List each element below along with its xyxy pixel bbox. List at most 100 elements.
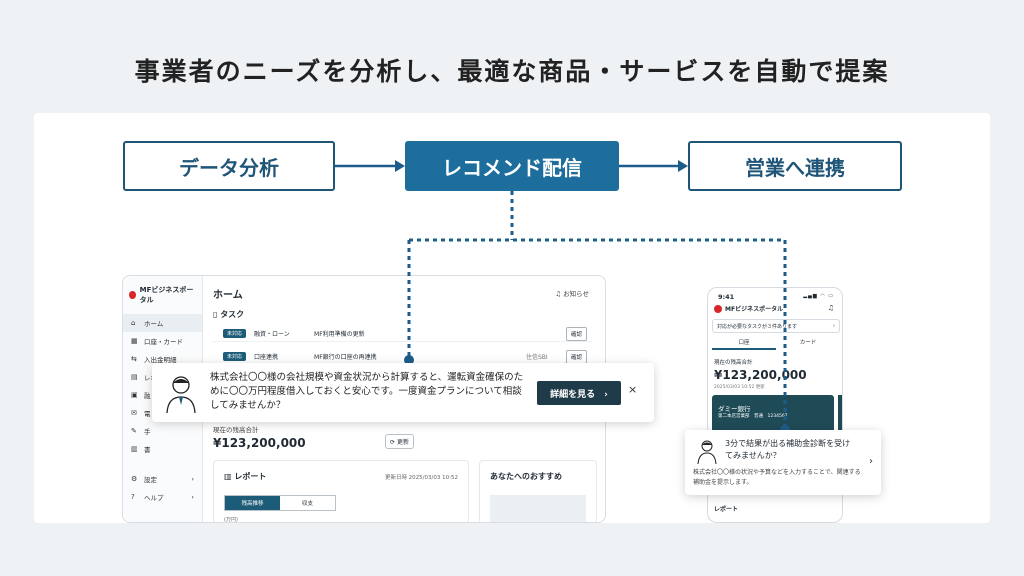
close-icon[interactable]: × (628, 383, 638, 396)
sidebar-item-label: 電 (144, 410, 151, 418)
advisor-avatar-icon (166, 376, 196, 413)
task-banner[interactable]: 対応が必要なタスクが３件あります › (712, 319, 840, 333)
sidebar-item-transactions[interactable]: ⇆ 入出金明細 (123, 350, 202, 368)
report-title-label: レポート (234, 472, 267, 481)
loan-icon: ▣ (131, 391, 138, 399)
notification-title: 3分で結果が出る補助金診断を受けてみませんか？ (725, 439, 851, 460)
task-banner-text: 対応が必要なタスクが３件あります (717, 323, 798, 330)
status-badge: 未対応 (223, 352, 247, 361)
refresh-button[interactable]: ⟳ 更新 (385, 434, 414, 449)
sidebar-item-label: 書 (144, 446, 151, 454)
bell-icon[interactable]: ♫ (827, 304, 834, 312)
task-category: 口座連携 (254, 354, 279, 361)
document-icon: ▥ (131, 445, 138, 453)
tab-card[interactable]: カード (799, 340, 817, 346)
sidebar-item-label: 入出金明細 (144, 356, 177, 364)
balance-date: 2025/03/03 10:52 更新 (714, 385, 765, 390)
brand-dot-icon (129, 291, 136, 299)
brand-name: MFビジネスポータル (725, 306, 784, 313)
brand-logo: MFビジネスポータル (714, 304, 783, 313)
mail-icon: ✉ (131, 409, 137, 417)
popup-message: 株式会社〇〇様の会社規模や資金状況から計算すると、運転資金確保のために〇〇万円程… (210, 372, 524, 411)
tab-income-expense[interactable]: 収支 (301, 501, 313, 507)
task-title-label: タスク (220, 310, 245, 319)
status-icons: ▂▄▆ ◠ ▭ (803, 293, 834, 299)
recommend-title: あなたへのおすすめ (490, 472, 562, 481)
status-badge: 未対応 (223, 329, 247, 338)
task-section-title: ▯ タスク (213, 310, 245, 319)
connector-dot-desktop (404, 355, 414, 365)
balance-value: ¥123,200,000 (714, 368, 807, 382)
chevron-right-icon: › (833, 323, 835, 329)
task-extra: 住信SBI (525, 354, 548, 361)
help-icon: ? (131, 493, 135, 501)
brand-dot-icon (714, 304, 722, 313)
bank-account: 第二本店営業部 普通 1234567 (718, 414, 788, 419)
chevron-right-icon: › (191, 475, 194, 483)
notice-label: お知らせ (563, 290, 589, 298)
task-row[interactable]: 未対応 融資・ローン MF利用準備の更新 確認 (213, 326, 593, 342)
task-category: 融資・ローン (254, 331, 290, 338)
sidebar-item-label: 融 (144, 392, 151, 400)
task-desc: MF銀行の口座の再連携 (314, 354, 377, 361)
chevron-right-icon[interactable]: › (869, 456, 873, 467)
dotted-connector (407, 191, 787, 428)
chevron-right-icon: › (191, 493, 194, 501)
bank-card-next (838, 395, 842, 437)
sidebar-item-label: ホーム (144, 320, 164, 328)
sidebar-item-label: 口座・カード (144, 338, 183, 346)
sidebar-item-label: 手 (144, 428, 151, 436)
recommend-panel: あなたへのおすすめ (479, 460, 597, 522)
sidebar-item-help[interactable]: ? ヘルプ › (123, 488, 202, 506)
transfer-icon: ⇆ (131, 355, 137, 363)
arrow-head-1 (395, 160, 405, 172)
brand-name: MFビジネスポータル (139, 286, 194, 304)
sidebar-item-mail[interactable]: ✉電 (123, 404, 202, 422)
notice-link[interactable]: ♫ お知らせ (555, 290, 589, 298)
account-tabs: 口座 カード (712, 338, 840, 350)
recommendation-popup: 株式会社〇〇様の会社規模や資金状況から計算すると、運転資金確保のために〇〇万円程… (152, 363, 654, 422)
card-icon: ▦ (131, 337, 138, 345)
sidebar-item-label: ヘルプ (144, 494, 164, 502)
edit-icon: ✎ (131, 427, 137, 435)
sidebar-item-accounts[interactable]: ▦ 口座・カード (123, 332, 202, 350)
chart-unit: (万円) (224, 517, 238, 523)
main-area: ホーム ♫ お知らせ ▯ タスク 未対応 融資・ローン MF利用準備の更新 確認… (211, 276, 601, 523)
bank-name: ダミー銀行 (718, 405, 751, 413)
flow-step-data-analysis: データ分析 (123, 141, 335, 191)
balance-label: 現在の残高合計 (213, 426, 259, 434)
notification-body: 株式会社〇〇様の状況や予算などを入力することで、関連する補助金を提示します。 (693, 469, 861, 486)
balance-value: ¥123,200,000 (213, 436, 306, 450)
home-icon: ⌂ (131, 319, 136, 327)
report-title: レポート (714, 506, 739, 513)
sidebar-item-settings[interactable]: ⚙ 設定 › (123, 470, 202, 488)
report-icon: ▤ (131, 373, 138, 381)
balance-label: 現在の残高合計 (714, 360, 753, 366)
flow-step-recommend: レコメンド配信 (405, 141, 619, 191)
confirm-button[interactable]: 確認 (565, 326, 587, 341)
flow-step-sales: 営業へ連携 (688, 141, 902, 191)
task-desc: MF利用準備の更新 (314, 331, 365, 338)
sidebar-item-documents[interactable]: ▥書 (123, 440, 202, 458)
sidebar-item-label: 設定 (144, 476, 157, 484)
report-title: ▥ レポート (224, 472, 267, 481)
status-time: 9:41 (718, 293, 735, 301)
subsidy-notification[interactable]: 3分で結果が出る補助金診断を受けてみませんか？ 株式会社〇〇様の状況や予算などを… (685, 430, 881, 495)
details-button[interactable]: 詳細を見る › (537, 381, 621, 405)
refresh-label: 更新 (396, 439, 409, 446)
tab-balance-trend[interactable]: 残高推移 (225, 496, 280, 510)
tab-account[interactable]: 口座 (712, 338, 776, 350)
report-panel: ▥ レポート 更新日時 2025/03/03 10:52 残高推移 収支 (万円… (213, 460, 469, 523)
advisor-avatar-icon (697, 440, 717, 464)
sidebar-item-procedure[interactable]: ✎手 (123, 422, 202, 440)
gear-icon: ⚙ (131, 475, 138, 483)
sidebar-item-home[interactable]: ⌂ ホーム (123, 314, 202, 332)
headline: 事業者のニーズを分析し、最適な商品・サービスを自動で提案 (134, 57, 890, 86)
recommend-image[interactable] (490, 495, 586, 522)
page-title: ホーム (213, 290, 243, 301)
arrow-head-2 (678, 160, 688, 172)
sidebar-item-loan[interactable]: ▣融 (123, 386, 202, 404)
report-tabs: 残高推移 収支 (224, 495, 336, 511)
report-date: 更新日時 2025/03/03 10:52 (384, 475, 458, 481)
